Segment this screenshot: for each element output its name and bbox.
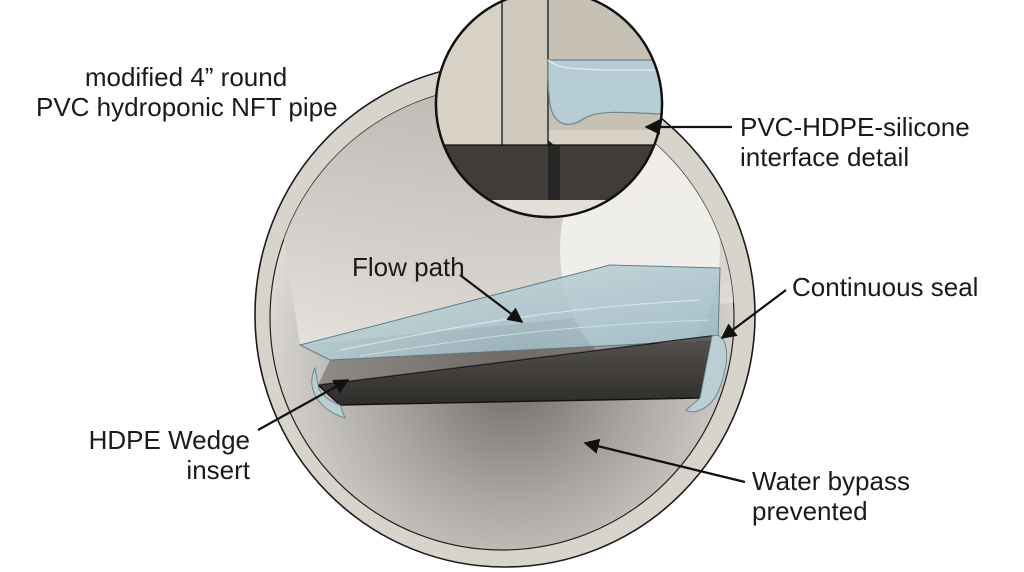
seal-label-line1: Continuous seal [792, 272, 979, 302]
seal-label: Continuous seal [792, 272, 978, 302]
bypass-label-line2: prevented [752, 496, 868, 526]
flow-path-label-line1: Flow path [352, 252, 465, 282]
interface-label-line2: interface detail [740, 142, 910, 172]
flow-path-arrow [459, 274, 524, 323]
seal-arrow [720, 289, 787, 339]
bypass-label: Water bypass prevented [752, 466, 910, 526]
continuous-seal [311, 334, 728, 419]
pipe-label: modified 4” round PVC hydroponic NFT pip… [36, 62, 338, 122]
bypass-arrow [583, 438, 746, 484]
pipe-label-line1: modified 4” round [84, 62, 288, 92]
interface-label: PVC-HDPE-silicone interface detail [740, 112, 970, 172]
interface-detail-circle [434, 0, 664, 219]
bypass-label-line1: Water bypass [752, 466, 910, 496]
pipe-label-line2: PVC hydroponic NFT pipe [36, 92, 338, 122]
wedge-arrow [257, 379, 350, 431]
interface-label-line1: PVC-HDPE-silicone [740, 112, 970, 142]
wedge-label: HDPE Wedge insert [60, 425, 250, 485]
pointer-arrows [257, 119, 787, 484]
flow-path-label: Flow path [352, 252, 465, 282]
wedge-label-line1: HDPE Wedge [88, 425, 250, 455]
wedge-label-line2: insert [186, 455, 250, 485]
